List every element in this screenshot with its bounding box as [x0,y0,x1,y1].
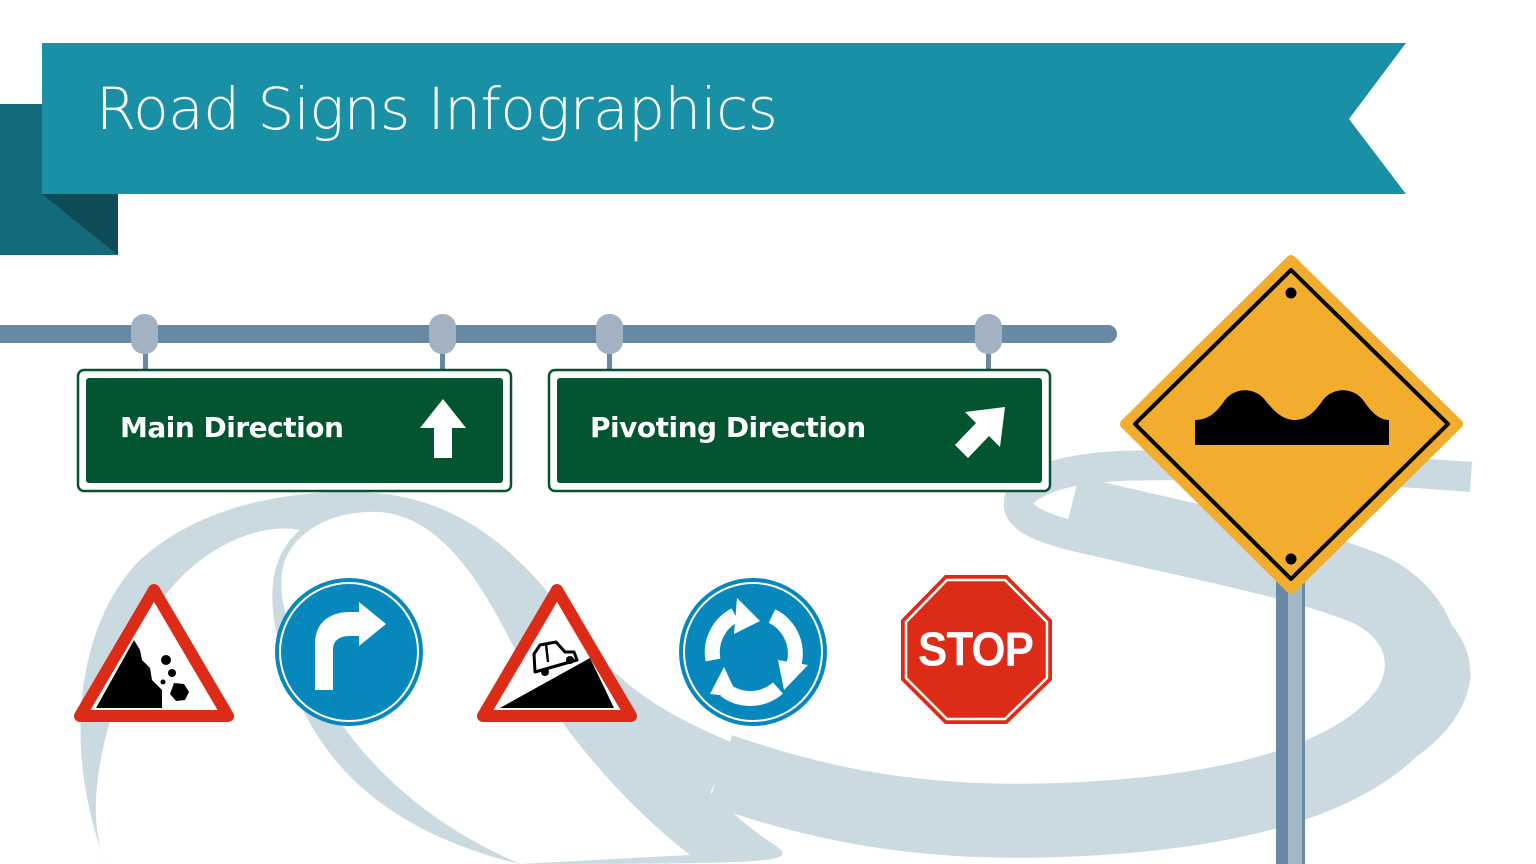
direction-label-main: Main Direction [120,411,344,444]
page-title: Road Signs Infographics [96,75,778,143]
turn-right-sign [275,578,423,726]
hanger-clamp [975,314,1002,354]
direction-sign-main [76,368,513,493]
bumps-icon [1195,390,1389,445]
signpost-pole [1276,560,1305,864]
car-on-slope-icon [532,640,579,676]
direction-label-pivoting: Pivoting Direction [590,411,866,444]
stop-sign-text: STOP [918,622,1034,677]
arrow-up-right-icon [955,407,1005,458]
hanger-clamp [596,314,623,354]
hanger-clamp [429,314,456,354]
turn-right-arrow-icon [315,602,386,690]
direction-sign-pivoting [547,368,1052,493]
stop-sign [901,575,1052,724]
arrow-up-icon [420,399,466,458]
roundabout-sign [679,578,827,726]
banner-fold-shadow [42,194,118,255]
hanger-clamp [131,314,158,354]
falling-rocks-icon [96,640,189,708]
steep-hill-sign [477,584,637,722]
bolt-icon [1285,553,1297,565]
bumpy-road-sign [1120,255,1463,594]
gantry-bar [0,325,1117,343]
bolt-icon [1285,287,1297,299]
banner-ribbon [42,43,1406,194]
falling-rocks-sign [74,584,234,722]
